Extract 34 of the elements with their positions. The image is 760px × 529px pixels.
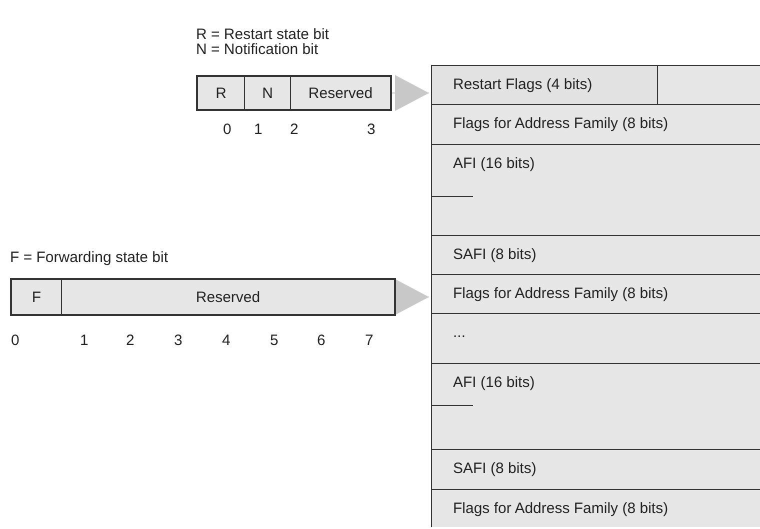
bit-number: 7: [365, 333, 374, 348]
bit-number: 4: [222, 333, 230, 348]
message-field-row: Flags for Address Family (8 bits): [432, 104, 760, 144]
arrow: [395, 279, 430, 315]
bit-field-cell: R: [198, 77, 244, 109]
legend-note: F = Forwarding state bit: [10, 250, 168, 265]
bit-number: 1: [254, 122, 262, 137]
bit-number: 6: [317, 333, 326, 348]
message-field-row: SAFI (8 bits): [432, 449, 760, 489]
bit-number: 3: [367, 122, 376, 137]
bit-field-cell: Reserved: [290, 77, 390, 109]
message-field-row: Flags for Address Family (8 bits): [432, 489, 760, 529]
bit-number: 2: [126, 333, 134, 348]
bit-number: 0: [223, 122, 232, 137]
bit-number: 0: [11, 333, 20, 348]
message-field-row: Restart Flags (4 bits): [432, 66, 658, 105]
message-field-row: SAFI (8 bits): [432, 235, 760, 274]
message-field-row: AFI (16 bits): [432, 144, 760, 235]
bit-field-cell: F: [12, 280, 61, 314]
bit-number: 2: [290, 122, 298, 137]
message-field-row: ...: [432, 313, 760, 363]
bit-number: 3: [174, 333, 182, 348]
bit-field-cell: N: [244, 77, 290, 109]
legend-note: N = Notification bit: [196, 42, 318, 57]
bit-field-cell: Reserved: [61, 280, 394, 314]
arrow: [392, 75, 430, 111]
bit-number: 5: [270, 333, 278, 348]
message-field-row: Flags for Address Family (8 bits): [432, 274, 760, 313]
message-field-column: [431, 65, 760, 527]
bit-number: 1: [80, 333, 88, 348]
message-field-row: AFI (16 bits): [432, 363, 760, 449]
bit-field: [196, 75, 392, 111]
bit-field: [10, 278, 396, 316]
legend-note: R = Restart state bit: [196, 27, 329, 42]
